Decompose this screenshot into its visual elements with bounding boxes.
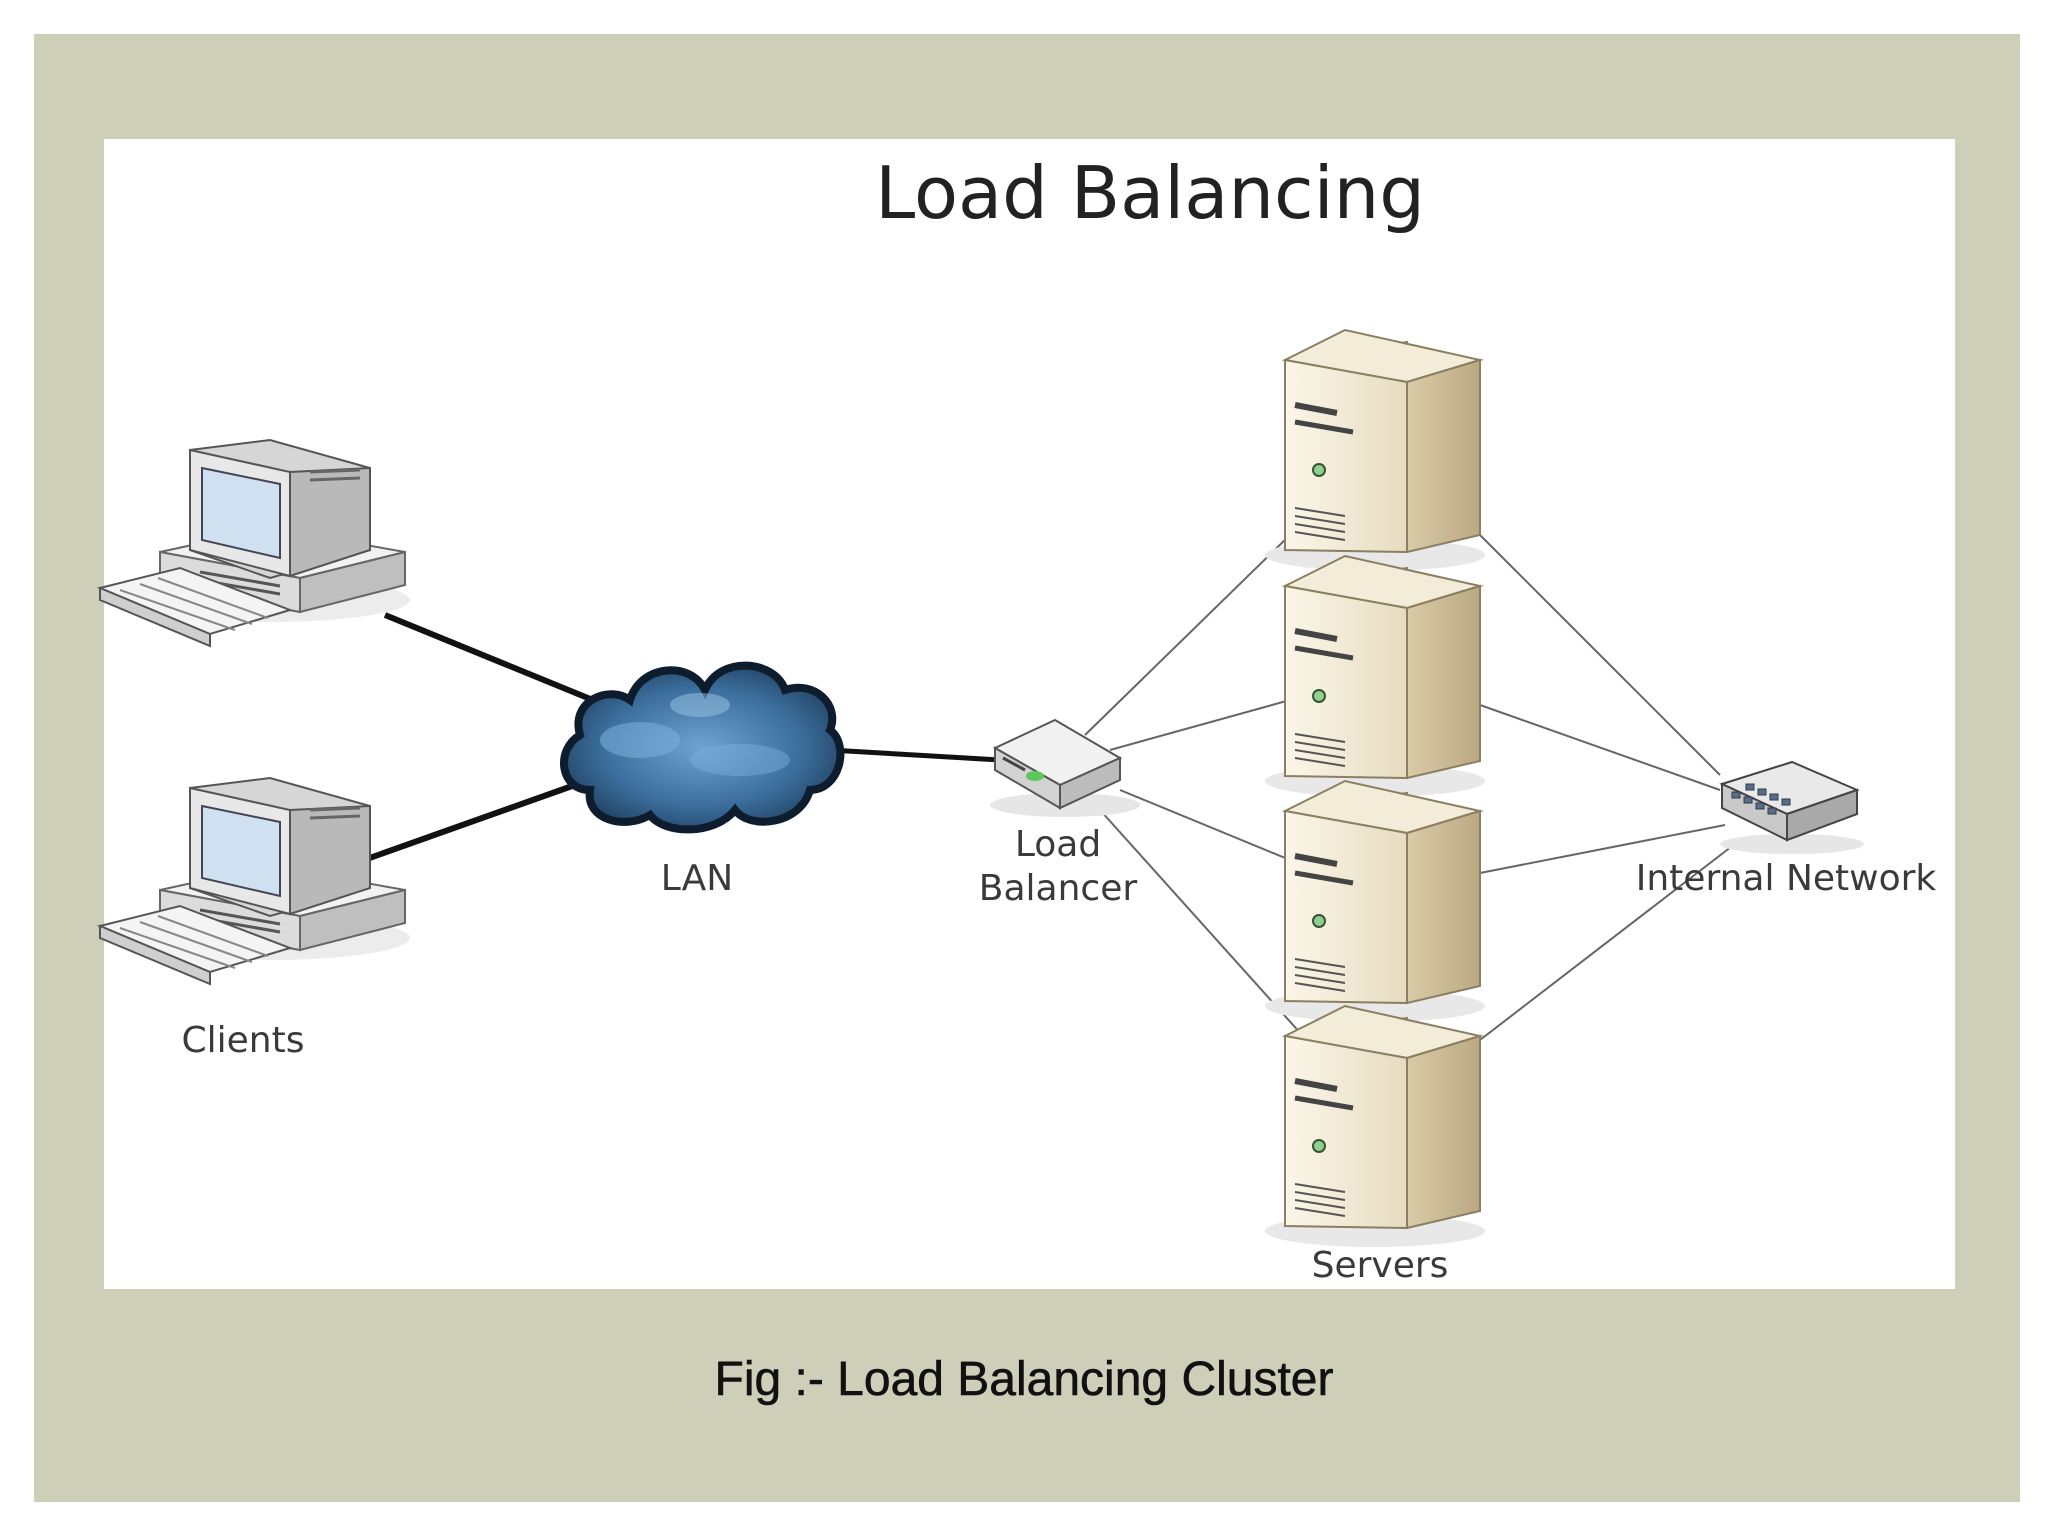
desktop-computer-icon: [98, 438, 412, 648]
link-server4-internal: [1479, 839, 1741, 1041]
clients-label: Clients: [182, 1020, 305, 1061]
link-server1-internal: [1479, 534, 1721, 776]
servers-label: Servers: [1312, 1245, 1449, 1286]
link-balancer-server3: [1119, 789, 1291, 861]
diagram-panel: [104, 139, 1955, 1289]
network-hub-icon: [1719, 760, 1864, 854]
server-2: [1265, 556, 1485, 797]
link-server3-internal: [1479, 824, 1726, 874]
link-balancer-server2: [1109, 699, 1291, 751]
link-client1-lan: [383, 612, 607, 708]
link-server2-internal: [1479, 704, 1721, 791]
desktop-computer-icon: [98, 776, 412, 986]
diagram-title: Load Balancing: [875, 151, 1425, 235]
lan-cloud: [560, 661, 845, 834]
server-4: [1265, 1006, 1485, 1247]
cloud-icon: [560, 661, 845, 834]
tower-server-icon: [1265, 1006, 1485, 1247]
network-switch-icon: [990, 718, 1140, 817]
link-client2-lan: [348, 782, 577, 868]
internal-network-hub: [1719, 760, 1864, 854]
server-3: [1265, 781, 1485, 1022]
load-balancer-device: [990, 718, 1140, 817]
figure-caption: Fig :- Load Balancing Cluster: [714, 1353, 1334, 1407]
internal-network-label: Internal Network: [1636, 858, 1937, 899]
load-balancer-label-line1: Load: [1015, 824, 1101, 865]
load-balancer-label-line2: Balancer: [979, 868, 1138, 909]
server-1: [1265, 330, 1485, 571]
tower-server-icon: [1265, 330, 1485, 571]
link-balancer-server1: [1084, 534, 1291, 736]
tower-server-icon: [1265, 556, 1485, 797]
link-lan-balancer: [829, 747, 1001, 763]
client-computer-1: [98, 438, 412, 648]
lan-label: LAN: [661, 858, 733, 899]
tower-server-icon: [1265, 781, 1485, 1022]
client-computer-2: [98, 776, 412, 986]
